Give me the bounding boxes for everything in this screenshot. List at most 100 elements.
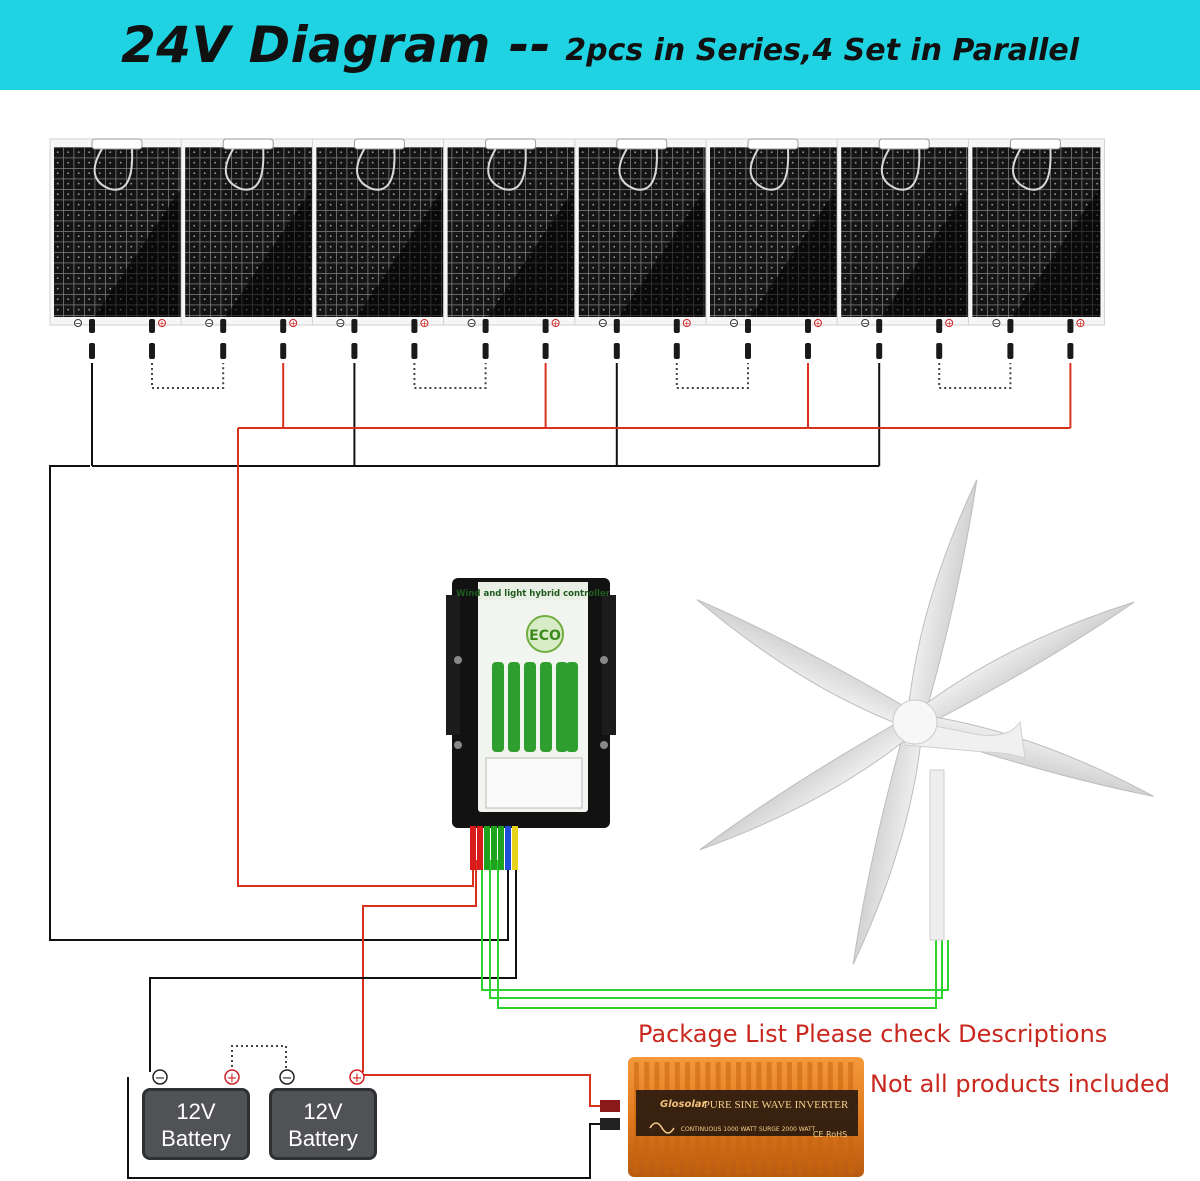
- wiring: [49, 363, 1072, 1179]
- svg-text:+: +: [227, 1071, 238, 1086]
- controller-wire-4: [491, 826, 497, 870]
- panel-positive-mark: [945, 319, 954, 327]
- controller-wire-7: [512, 826, 518, 870]
- panel-positive-mark: [420, 319, 429, 327]
- battery-2-label: Battery: [288, 1126, 358, 1151]
- mc4-connector: [1067, 319, 1074, 333]
- svg-text:−: −: [731, 319, 738, 328]
- solar-panel-3: −+: [311, 138, 449, 359]
- panel-negative-mark: [598, 319, 607, 327]
- inverter: Glosolar PURE SINE WAVE INVERTER CONTINU…: [600, 1057, 864, 1177]
- mc4-connector: [1067, 343, 1074, 359]
- mc4-connector: [280, 319, 287, 333]
- panel-negative-mark: [205, 319, 214, 327]
- mc4-connector: [482, 319, 489, 333]
- panel-positive-mark: [1076, 319, 1085, 327]
- mc4-connector: [876, 343, 883, 359]
- mc4-connector: [351, 319, 358, 333]
- battery-terminal-4: +: [349, 1069, 365, 1086]
- controller-wire-3: [484, 826, 490, 870]
- svg-text:−: −: [206, 319, 213, 328]
- svg-text:+: +: [159, 319, 166, 328]
- turbine-blade-6: [696, 599, 920, 730]
- mc4-connector: [673, 319, 680, 333]
- mc4-connector: [1007, 319, 1014, 333]
- mc4-connector: [351, 343, 358, 359]
- solar-panel-1: −+: [49, 138, 187, 359]
- svg-text:−: −: [155, 1071, 166, 1086]
- mc4-connector: [673, 343, 680, 359]
- mc4-connector: [280, 343, 287, 359]
- package-list-note: Package List Please check Descriptions: [638, 1020, 1108, 1048]
- mc4-connector: [936, 319, 943, 333]
- turbine-blade-5: [699, 714, 920, 851]
- mc4-connector: [805, 343, 811, 359]
- svg-text:+: +: [946, 319, 953, 328]
- mc4-connector: [411, 319, 418, 333]
- turbine-blade-3: [911, 713, 1154, 797]
- battery-positive-to-inverter: [363, 1074, 600, 1107]
- svg-text:−: −: [337, 319, 344, 328]
- mc4-connector: [482, 343, 489, 359]
- turbine-blade-2: [910, 601, 1135, 730]
- battery-terminals: − + − +: [152, 1069, 365, 1086]
- title-banner: 24V Diagram -- 2pcs in Series,4 Set in P…: [0, 0, 1200, 90]
- mc4-connector: [220, 319, 227, 333]
- battery-negative-to-inverter: [127, 1077, 600, 1179]
- series-link-4: [938, 363, 1012, 389]
- inverter-label: PURE SINE WAVE INVERTER: [704, 1099, 849, 1111]
- solar-panel-7: −+: [836, 138, 974, 359]
- mc4-connector: [89, 319, 95, 333]
- svg-text:−: −: [468, 319, 475, 328]
- battery-series-link: [231, 1045, 287, 1072]
- mc4-connector: [220, 343, 227, 359]
- inverter-spec: CONTINUOUS 1000 WATT SURGE 2000 WATT: [681, 1126, 816, 1133]
- svg-text:+: +: [552, 319, 559, 328]
- panel-positive-mark: [814, 319, 822, 327]
- panel-negative-mark: [861, 319, 870, 327]
- solar-panel-4: −+: [443, 138, 581, 359]
- battery-positive-to-controller: [362, 860, 477, 1072]
- battery-terminal-2: +: [224, 1069, 240, 1086]
- mc4-connector: [1007, 343, 1014, 359]
- svg-text:−: −: [75, 319, 82, 328]
- turbine-blade-4: [852, 719, 924, 965]
- solar-panel-2: −+: [180, 138, 318, 359]
- mc4-connector: [613, 343, 620, 359]
- svg-text:−: −: [862, 319, 869, 328]
- inverter-brand: Glosolar: [660, 1099, 708, 1110]
- not-all-products-note: Not all products included: [870, 1070, 1170, 1098]
- panel-negative-mark: [336, 319, 345, 327]
- series-link-3: [675, 363, 749, 389]
- mc4-connector: [149, 319, 155, 333]
- battery-2-voltage: 12V: [303, 1099, 343, 1124]
- mc4-connector: [876, 319, 883, 333]
- inverter-marks: CE RoHS: [813, 1130, 847, 1139]
- mc4-connector: [613, 319, 620, 333]
- pv-negative-to-controller: [49, 465, 509, 941]
- mc4-connector: [411, 343, 418, 359]
- panel-positive-mark: [289, 319, 298, 327]
- mc4-connector: [542, 319, 549, 333]
- controller-wire-1: [470, 826, 476, 870]
- mc4-connector: [149, 343, 155, 359]
- wind-phase-2: [489, 860, 943, 999]
- svg-text:−: −: [993, 319, 1000, 328]
- diagram-subtitle: 2pcs in Series,4 Set in Parallel: [565, 32, 1080, 68]
- controller-wire-5: [498, 826, 504, 870]
- controller-wire-2: [477, 826, 483, 870]
- pv-positive-to-controller: [237, 428, 474, 887]
- battery-1-voltage: 12V: [176, 1099, 216, 1124]
- panel-negative-mark: [467, 319, 476, 327]
- controller-label: Wind and light hybrid controller: [456, 589, 611, 599]
- solar-panel-8: −+: [967, 138, 1105, 359]
- turbine-blade-1: [906, 479, 978, 725]
- svg-text:+: +: [683, 319, 690, 328]
- wind-turbine: [696, 479, 1154, 965]
- wind-phase-1: [481, 860, 949, 991]
- panel-positive-mark: [682, 319, 691, 327]
- mc4-connector: [745, 343, 751, 359]
- panel-negative-mark: [992, 319, 1001, 327]
- battery-terminal-3: −: [279, 1069, 295, 1086]
